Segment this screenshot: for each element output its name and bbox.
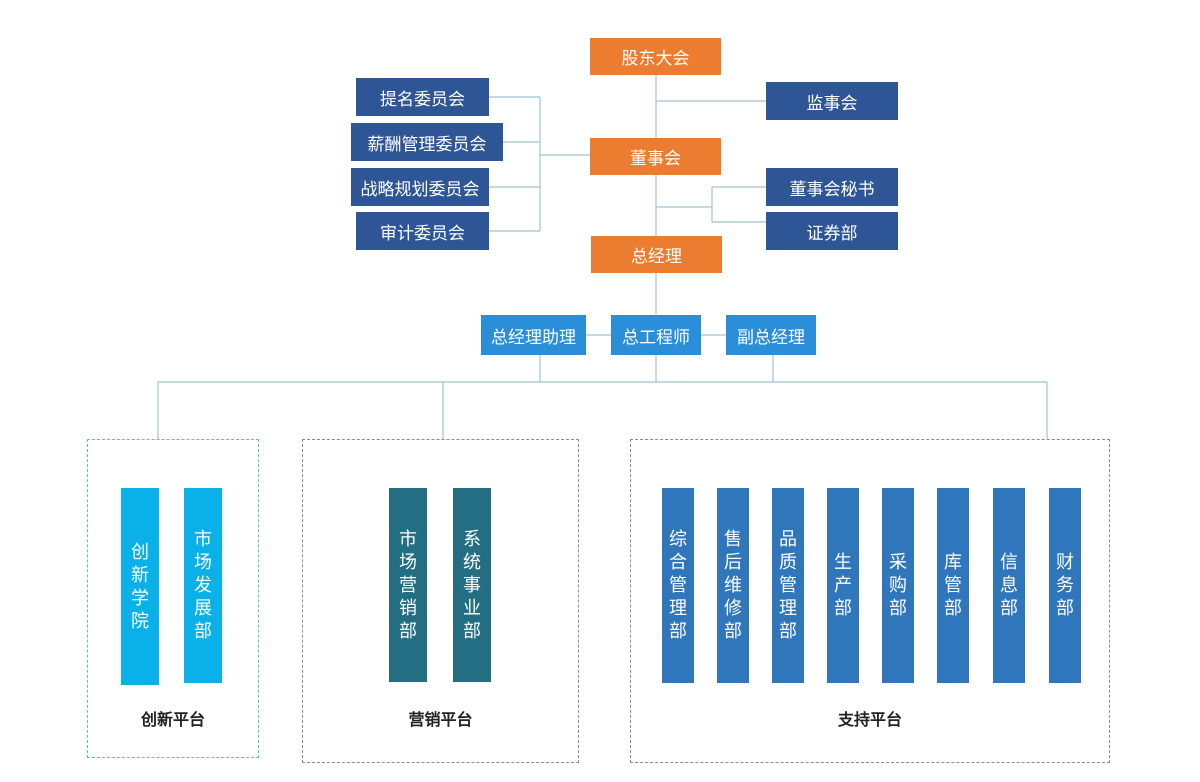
supervisory-board-box: 监事会 [766,82,898,120]
support-unit-label: 综合管理部 [669,529,687,642]
support-unit-label: 售后维修部 [724,529,742,642]
marketing-unit-column: 市场营销部 [389,488,427,682]
shareholders-meeting-box: 股东大会 [590,38,721,75]
support-unit-column: 财务部 [1049,488,1081,683]
support-unit-column: 采购部 [882,488,914,683]
support-unit-label: 库管部 [944,552,962,619]
audit-committee-box: 审计委员会 [356,212,489,250]
support-unit-column: 综合管理部 [662,488,694,683]
innovation-unit-column: 创新学院 [121,488,159,685]
innovation-unit-column: 市场发展部 [184,488,222,683]
gm-assistant-box: 总经理助理 [481,315,586,355]
marketing-unit-column: 系统事业部 [453,488,491,682]
innovation-unit-label: 市场发展部 [194,529,212,642]
marketing-unit-label: 市场营销部 [399,528,417,642]
board-secretary-box: 董事会秘书 [766,168,898,206]
compensation-committee-box: 薪酬管理委员会 [351,123,503,161]
support-unit-label: 采购部 [889,552,907,619]
innovation-platform-title: 创新平台 [140,710,205,729]
chief-engineer-box: 总工程师 [611,315,701,355]
support-unit-label: 财务部 [1056,552,1074,619]
marketing-platform-title: 营销平台 [408,710,473,729]
support-platform-title: 支持平台 [837,710,902,729]
securities-department-box: 证券部 [766,212,898,250]
marketing-unit-label: 系统事业部 [463,528,481,642]
support-platform-group: 综合管理部 售后维修部 品质管理部 生产部 采购部 库管部 信息部 财务部 支持… [630,439,1110,763]
support-unit-column: 库管部 [937,488,969,683]
support-unit-label: 信息部 [1000,552,1018,619]
deputy-gm-box: 副总经理 [726,315,816,355]
support-unit-label: 生产部 [834,552,852,619]
board-of-directors-box: 董事会 [590,138,721,175]
support-unit-column: 生产部 [827,488,859,683]
marketing-platform-group: 市场营销部 系统事业部 营销平台 [302,439,579,763]
support-unit-column: 品质管理部 [772,488,804,683]
strategy-committee-box: 战略规划委员会 [351,168,489,206]
innovation-platform-group: 创新学院 市场发展部 创新平台 [87,439,259,758]
support-unit-label: 品质管理部 [779,529,797,642]
general-manager-box: 总经理 [591,236,722,273]
support-unit-column: 售后维修部 [717,488,749,683]
nomination-committee-box: 提名委员会 [356,78,489,116]
innovation-unit-label: 创新学院 [131,541,149,632]
support-unit-column: 信息部 [993,488,1025,683]
